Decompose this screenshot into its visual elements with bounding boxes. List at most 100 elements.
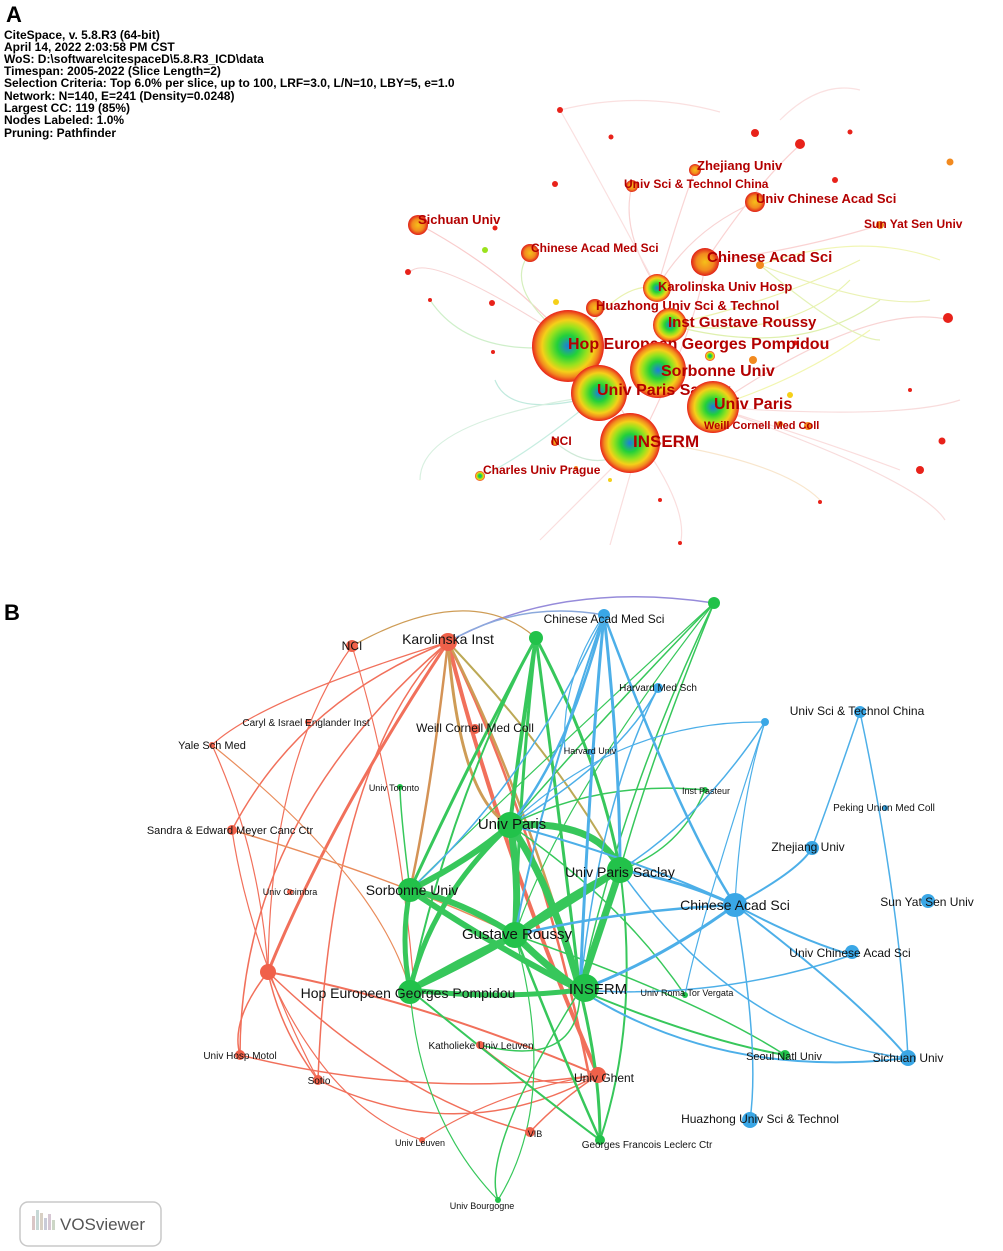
meta-line: Pruning: Pathfinder (4, 126, 116, 140)
svg-text:NCI: NCI (551, 434, 572, 448)
svg-text:INSERM: INSERM (633, 432, 699, 451)
svg-text:Chinese Acad Sci: Chinese Acad Sci (707, 249, 832, 266)
a-node-weill-cornell-med-coll: Weill Cornell Med Coll (704, 420, 819, 432)
svg-text:Harvard Med Sch: Harvard Med Sch (619, 683, 697, 694)
meta-line: April 14, 2022 2:03:58 PM CST (4, 40, 175, 54)
a-node-sichuan-univ: Sichuan Univ (408, 212, 501, 235)
a-node-chinese-acad-sci: Chinese Acad Sci (691, 248, 832, 276)
svg-text:Zhejiang Univ: Zhejiang Univ (771, 840, 844, 854)
meta-line: Selection Criteria: Top 6.0% per slice, … (4, 76, 455, 90)
vosviewer-logo-icon (32, 1210, 55, 1230)
vos-node-inserm: INSERM (569, 974, 627, 1002)
svg-text:Chinese Acad Med Sci: Chinese Acad Med Sci (531, 241, 659, 255)
vos-node-univ-coimbra: Univ Coimbra (263, 887, 318, 897)
vos-node-huazhong-univ: Huazhong Univ Sci & Technol (681, 1112, 839, 1128)
svg-text:Univ Paris: Univ Paris (714, 396, 792, 413)
vos-node-gustave-roussy: Gustave Roussy (462, 922, 573, 948)
svg-text:Univ Sci & Technol China: Univ Sci & Technol China (624, 177, 769, 191)
a-node-zhejiang-univ: Zhejiang Univ (689, 158, 783, 176)
svg-text:Yale Sch Med: Yale Sch Med (178, 740, 246, 752)
svg-text:Huazhong Univ Sci & Technol: Huazhong Univ Sci & Technol (681, 1112, 839, 1126)
svg-text:Hop Europeen Georges Pompidou: Hop Europeen Georges Pompidou (301, 985, 516, 1001)
vos-node-nci: NCI (342, 639, 363, 653)
svg-text:Univ Toronto: Univ Toronto (369, 783, 419, 793)
vos-node-univ-paris: Univ Paris (478, 812, 546, 838)
svg-text:Gustave Roussy: Gustave Roussy (462, 926, 573, 943)
vos-node-univ-roma-tor-vergata: Univ Roma Tor Vergata (641, 988, 734, 998)
panel-a-letter: A (6, 2, 22, 27)
vos-node-hop-europeen-georges-pompidou: Hop Europeen Georges Pompidou (301, 980, 516, 1004)
svg-text:Charles Univ Prague: Charles Univ Prague (483, 463, 601, 477)
vos-node-sandra-edward-meyer-canc-ctr: Sandra & Edward Meyer Canc Ctr (147, 825, 313, 837)
vos-node-inst-pasteur: Inst Pasteur (682, 786, 730, 796)
svg-text:Sun Yat Sen Univ: Sun Yat Sen Univ (864, 217, 963, 231)
svg-text:Univ Paris Saclay: Univ Paris Saclay (565, 864, 675, 880)
citespace-minor-nodes (405, 107, 954, 545)
vos-node-univ-chinese-acad-sci: Univ Chinese Acad Sci (789, 945, 911, 960)
vos-node-caryl-israel-englander-inst: Caryl & Israel Englander Inst (242, 718, 370, 729)
panel-a: A CiteSpace, v. 5.8.R3 (64-bit) April 14… (4, 2, 963, 546)
a-node-sun-yat-sen-univ: Sun Yat Sen Univ (864, 217, 963, 231)
vos-node-sichuan-univ: Sichuan Univ (873, 1050, 944, 1066)
svg-text:Peking Union Med Coll: Peking Union Med Coll (833, 803, 935, 814)
panel-b: B (4, 596, 974, 1247)
vos-node-harvard-univ: Harvard Univ (564, 746, 617, 756)
vos-node-univ-toronto: Univ Toronto (369, 783, 419, 793)
a-node-hop-europeen-georges-pompidou: Hop Europeen Georges Pompidou (532, 310, 829, 382)
svg-text:Univ Paris: Univ Paris (478, 816, 546, 833)
meta-line: CiteSpace, v. 5.8.R3 (64-bit) (4, 28, 160, 42)
vos-node-univ-ghent: Univ Ghent (574, 1067, 635, 1085)
vos-nodes: Karolinska Inst NCI Chinese Acad Med Sci… (147, 597, 974, 1211)
vos-node-univ-sci-technol-china: Univ Sci & Technol China (790, 704, 925, 718)
a-node-sorbonne-univ: Sorbonne Univ (630, 342, 775, 398)
svg-text:Univ Roma Tor Vergata: Univ Roma Tor Vergata (641, 988, 734, 998)
svg-text:Univ Chinese Acad Sci: Univ Chinese Acad Sci (789, 946, 910, 960)
vos-node-univ-paris-saclay: Univ Paris Saclay (565, 857, 675, 883)
a-node-chinese-acad-med-sci: Chinese Acad Med Sci (521, 241, 659, 262)
vosviewer-label: VOSviewer (60, 1215, 145, 1234)
meta-line: Network: N=140, E=241 (Density=0.0248) (4, 89, 234, 103)
svg-text:Zhejiang Univ: Zhejiang Univ (697, 158, 783, 173)
vos-node-sorbonne-univ: Sorbonne Univ (366, 878, 459, 902)
svg-text:Univ Hosp Motol: Univ Hosp Motol (203, 1051, 276, 1062)
a-node-inst-gustave-roussy: Inst Gustave Roussy (653, 308, 817, 342)
svg-text:NCI: NCI (342, 639, 363, 653)
vos-node-peking-union-med-coll: Peking Union Med Coll (833, 803, 935, 814)
vos-node-chinese-acad-sci: Chinese Acad Sci (680, 893, 790, 917)
vos-node-yale-sch-med: Yale Sch Med (178, 740, 246, 752)
svg-text:Seoul Natl Univ: Seoul Natl Univ (746, 1051, 822, 1063)
vosviewer-badge: VOSviewer (19, 1201, 162, 1247)
a-node-univ-paris: Univ Paris (687, 381, 792, 433)
vos-node-chinese-acad-med-sci: Chinese Acad Med Sci (544, 609, 664, 626)
svg-text:VIB: VIB (528, 1129, 543, 1139)
svg-text:Inst Pasteur: Inst Pasteur (682, 786, 730, 796)
svg-text:Weill Cornell Med Coll: Weill Cornell Med Coll (704, 420, 819, 432)
svg-text:Univ Sci & Technol China: Univ Sci & Technol China (790, 704, 925, 718)
svg-text:Sun Yat Sen Univ: Sun Yat Sen Univ (880, 895, 974, 909)
svg-text:Karolinska Univ Hosp: Karolinska Univ Hosp (658, 279, 792, 294)
panel-b-letter: B (4, 600, 20, 625)
svg-text:Inst Gustave Roussy: Inst Gustave Roussy (668, 314, 817, 331)
vos-node-weill-cornell-med-coll: Weill Cornell Med Coll (416, 721, 534, 735)
svg-text:INSERM: INSERM (569, 981, 627, 998)
svg-text:Karolinska Inst: Karolinska Inst (402, 631, 494, 647)
meta-line: WoS: D:\software\citespaceD\5.8.R3_ICD\d… (4, 52, 264, 66)
a-node-univ-sci-technol-china: Univ Sci & Technol China (624, 177, 769, 192)
vos-node-sun-yat-sen-univ: Sun Yat Sen Univ (880, 894, 974, 909)
svg-text:Univ Leuven: Univ Leuven (395, 1138, 445, 1148)
vos-node-vib: VIB (525, 1127, 542, 1139)
vos-node-sotio: Sotio (308, 1075, 331, 1087)
vos-node-harvard-med-sch: Harvard Med Sch (619, 683, 697, 694)
svg-text:Katholieke Univ Leuven: Katholieke Univ Leuven (428, 1041, 533, 1052)
svg-text:Sorbonne Univ: Sorbonne Univ (366, 882, 459, 898)
svg-text:Harvard Univ: Harvard Univ (564, 746, 617, 756)
vos-node-univ-hosp-motol: Univ Hosp Motol (203, 1050, 277, 1062)
svg-text:Sichuan Univ: Sichuan Univ (873, 1051, 944, 1065)
meta-line: Nodes Labeled: 1.0% (4, 113, 124, 127)
a-node-huazhong-univ: Huazhong Univ Sci & Technol (586, 298, 779, 317)
svg-text:Weill Cornell Med Coll: Weill Cornell Med Coll (416, 721, 534, 735)
svg-text:Univ Bourgogne: Univ Bourgogne (450, 1201, 515, 1211)
svg-text:Sorbonne Univ: Sorbonne Univ (661, 363, 775, 380)
a-node-univ-paris-saclay: Univ Paris Saclay (571, 365, 731, 421)
meta-line: Timespan: 2005-2022 (Slice Length=2) (4, 64, 221, 78)
